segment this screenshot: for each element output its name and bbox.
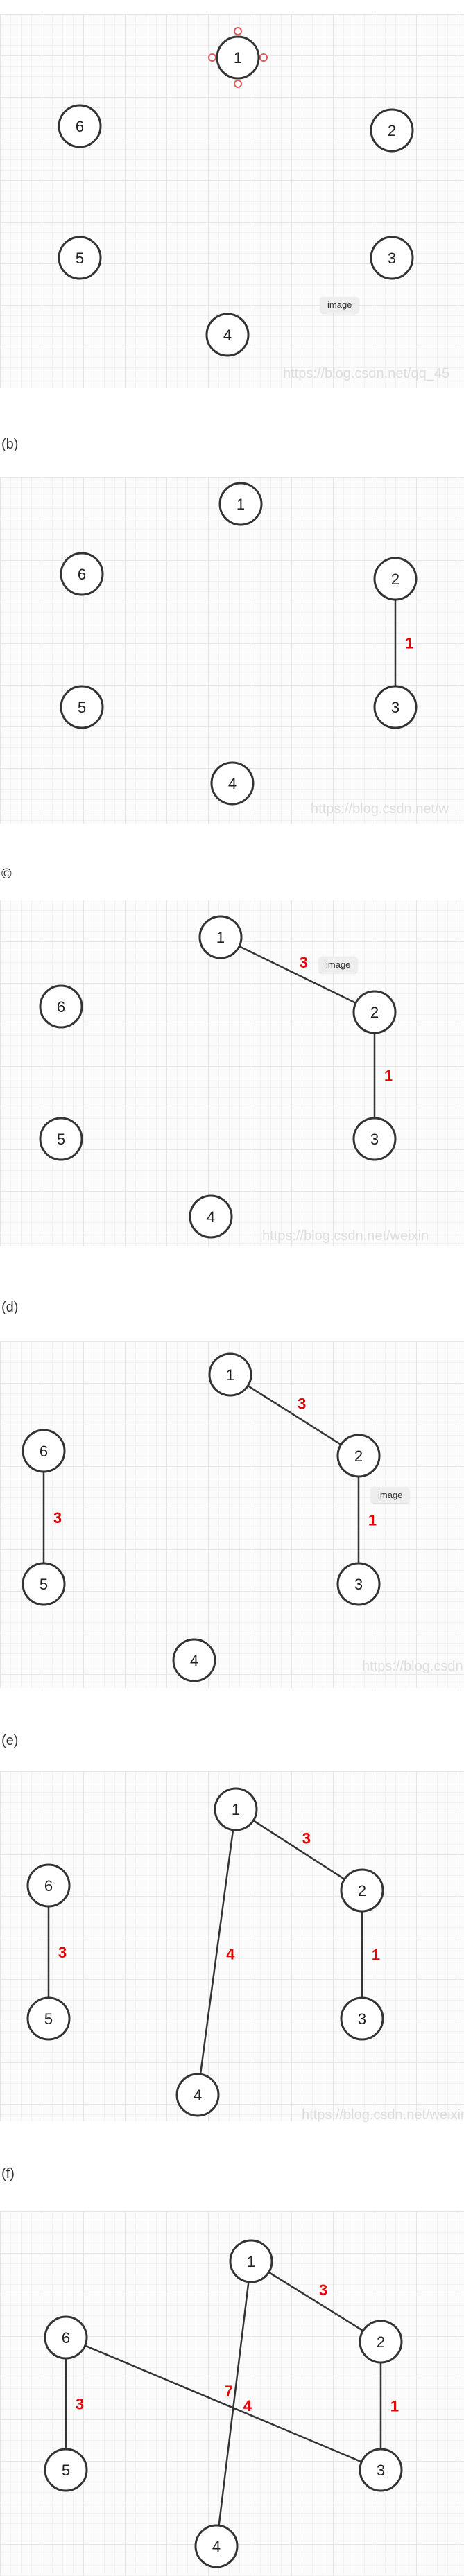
grid-background xyxy=(0,477,464,824)
panel-label: (e) xyxy=(1,1733,19,1748)
graph-panel-d: (d) image https://blog.csdn xyxy=(0,1286,464,1719)
watermark: https://blog.csdn.net/w xyxy=(311,801,449,817)
image-tag[interactable]: image xyxy=(320,297,359,313)
watermark: https://blog.csdn.net/weixin xyxy=(262,1228,429,1244)
grid-background xyxy=(0,900,464,1246)
panel-label: (b) xyxy=(1,437,19,452)
image-tag[interactable]: image xyxy=(319,957,358,973)
graph-panel-b: (b) https://blog.csdn.net/w xyxy=(0,409,464,853)
graph-canvas-a xyxy=(208,27,268,88)
watermark: https://blog.csdn.net/weixin xyxy=(302,2107,464,2123)
watermark: https://blog.csdn.net/qq_45 xyxy=(283,366,450,381)
image-tag[interactable]: image xyxy=(371,1487,410,1503)
selection-handles[interactable] xyxy=(208,27,268,88)
graph-panel-e: (e) https://blog.csdn.net/weixin xyxy=(0,1719,464,2152)
panel-label: (f) xyxy=(1,2166,15,2182)
graph-panel-c: © image https://blog.csdn.net/weixin xyxy=(0,853,464,1286)
watermark: https://blog.csdn xyxy=(362,1659,463,1674)
panel-label: (d) xyxy=(1,1300,19,1315)
grid-background xyxy=(0,1341,464,1688)
grid-background xyxy=(0,2211,464,2576)
graph-panel-f: (f) xyxy=(0,2152,464,2576)
grid-background xyxy=(0,1771,464,2121)
graph-panel-a: image https://blog.csdn.net/qq_45 xyxy=(0,0,464,409)
panel-label: © xyxy=(1,867,12,882)
